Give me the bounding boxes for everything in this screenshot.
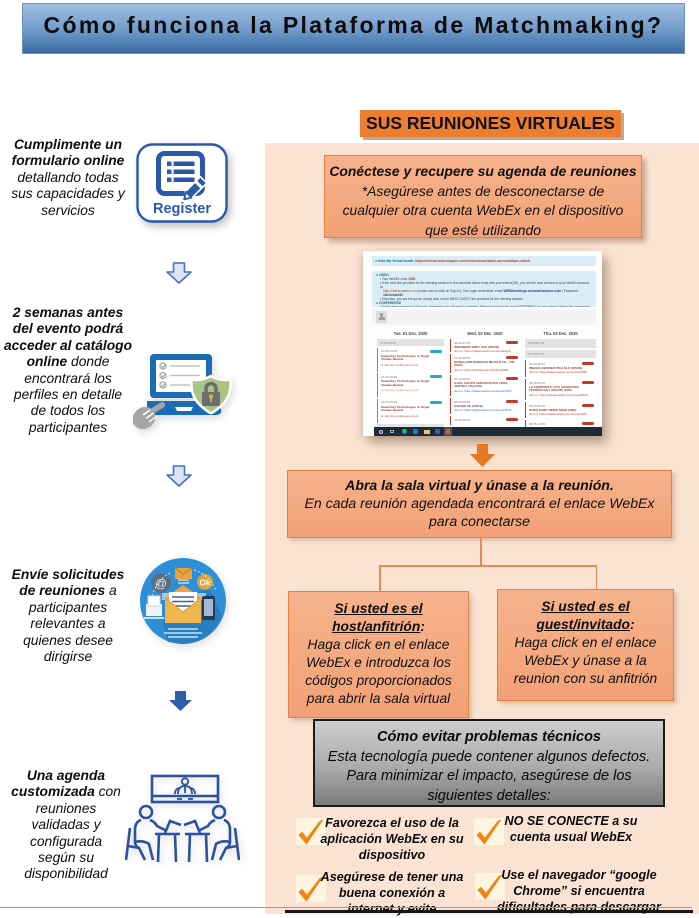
svg-text:Ok: Ok xyxy=(200,579,211,588)
svg-text:Register: Register xyxy=(153,201,211,217)
svg-text:@: @ xyxy=(155,577,167,591)
